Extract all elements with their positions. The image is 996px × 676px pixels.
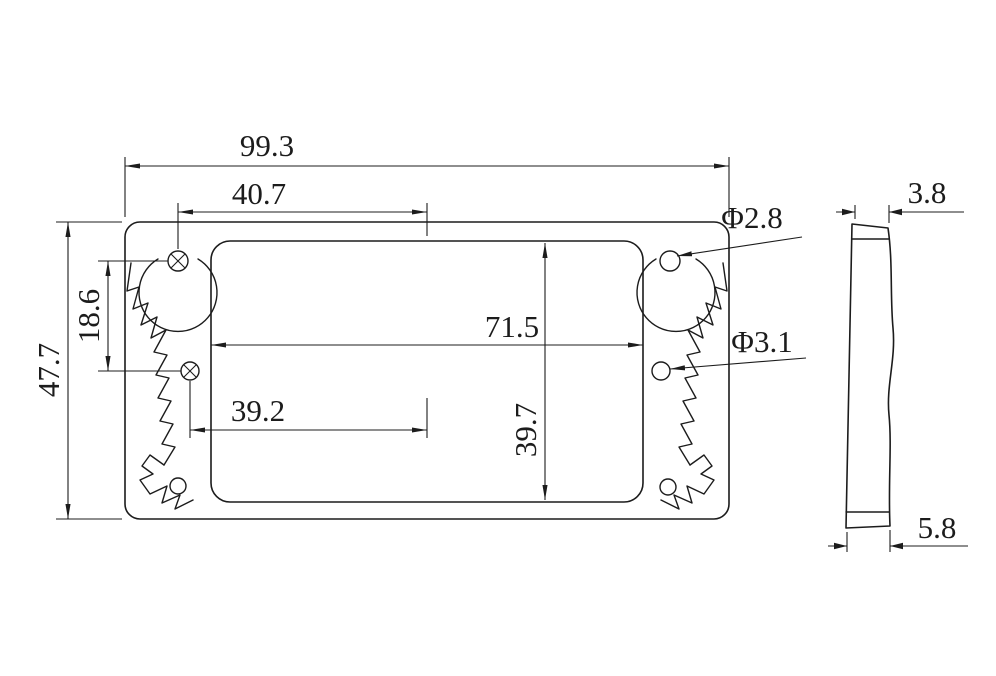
dimension-opening-height: 39.7: [508, 243, 548, 500]
leader-line: [669, 357, 807, 371]
screw-holes: [167, 250, 681, 496]
hole-bottom-left: [169, 477, 187, 495]
mounting-clip-left: [126, 258, 218, 510]
side-view: 3.8 5.8: [828, 175, 968, 552]
side-profile-outline: [845, 223, 895, 529]
hole-middle-right: [651, 361, 671, 381]
mounting-clip-right: [636, 258, 728, 510]
frame-outer-outline: [124, 221, 730, 520]
dim-opening-width-label: 71.5: [485, 309, 539, 344]
dim-bottom-thickness-label: 5.8: [918, 510, 957, 545]
arrowhead: [842, 208, 855, 216]
dimension-bottom-thickness: 5.8: [828, 510, 968, 552]
dim-hole-diameter-small-label: Φ2.8: [721, 200, 782, 235]
dim-opening-height-label: 39.7: [508, 403, 543, 457]
leader-line: [676, 236, 803, 257]
hole-middle-left-cross: [183, 364, 197, 378]
frame-opening-outline: [210, 240, 644, 503]
hole-top-right: [659, 250, 681, 272]
dim-hole-diameter-large-label: Φ3.1: [731, 324, 792, 359]
clip-teeth: [126, 262, 167, 339]
clip-foot: [139, 454, 194, 510]
dimension-screw-spacing-left: 18.6: [71, 260, 181, 372]
clip-boss-arc: [138, 258, 218, 333]
dim-top-thickness-label: 3.8: [908, 175, 947, 210]
dimension-top-thickness: 3.8: [836, 175, 964, 223]
dimension-screw-to-center-bottom: 39.2: [189, 381, 428, 438]
arrowhead: [834, 542, 847, 550]
dimension-overall-width: 99.3: [124, 128, 730, 217]
dim-screw-spacing-left-label: 18.6: [71, 289, 106, 343]
arrowhead: [889, 208, 902, 216]
dim-screw-to-center-top-label: 40.7: [232, 176, 286, 211]
dimension-hole-diameter-small: Φ2.8: [676, 200, 803, 257]
dimension-overall-height: 47.7: [31, 221, 122, 520]
front-view: 99.3 40.7 18.6 47.7 71.5: [31, 128, 807, 520]
dim-overall-width-label: 99.3: [240, 128, 294, 163]
clip-blade: [153, 329, 176, 466]
hole-top-left-cross: [170, 253, 186, 269]
arrowhead: [890, 542, 903, 550]
hole-bottom-right: [659, 478, 677, 496]
dimension-hole-diameter-large: Φ3.1: [669, 324, 807, 371]
dimension-screw-to-center-top: 40.7: [177, 176, 428, 249]
dimension-opening-width: 71.5: [211, 309, 643, 348]
dim-screw-to-center-bottom-label: 39.2: [231, 393, 285, 428]
dim-overall-height-label: 47.7: [31, 343, 66, 397]
